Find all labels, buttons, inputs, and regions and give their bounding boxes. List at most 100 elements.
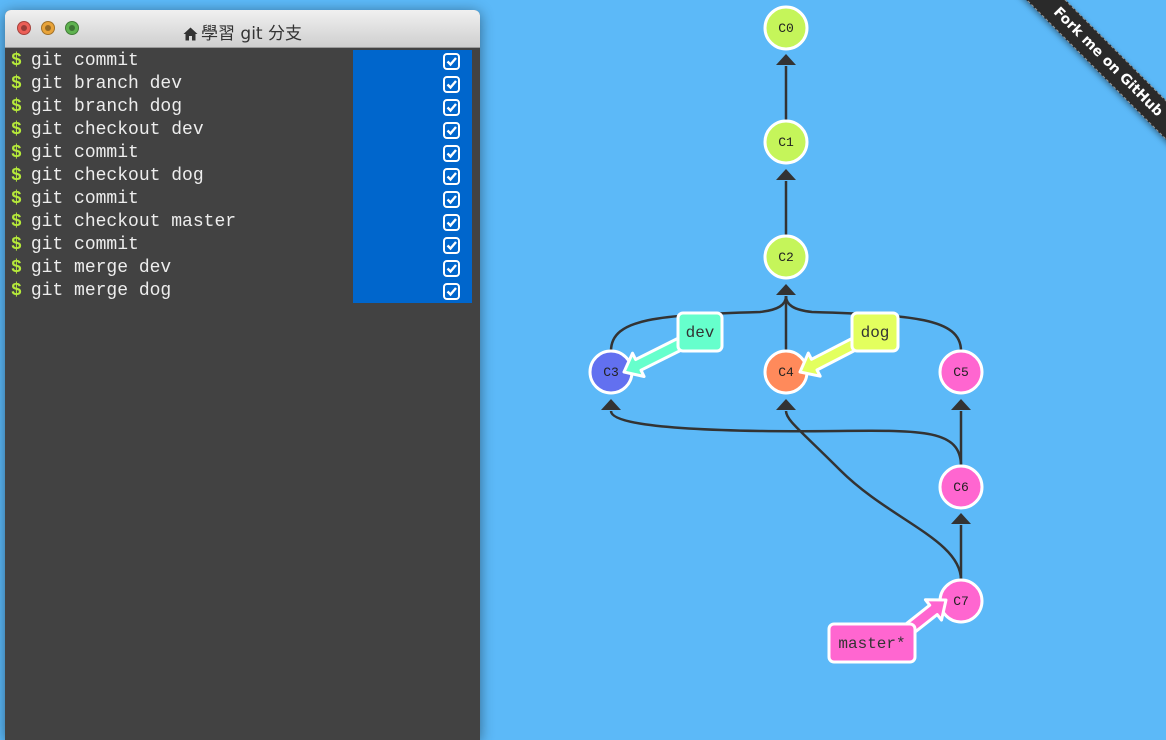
checkbox-checked-icon xyxy=(443,168,460,185)
command-text: git checkout dev xyxy=(30,120,204,140)
commit-node-c0[interactable]: C0 xyxy=(763,5,809,51)
checkbox-checked-icon xyxy=(443,145,460,162)
prompt-symbol: $ xyxy=(11,235,22,255)
checkbox-checked-icon xyxy=(443,237,460,254)
command-line: $ git branch dev xyxy=(5,73,480,96)
window-title: 學習 git 分支 xyxy=(5,19,480,44)
commit-label: C1 xyxy=(778,135,794,150)
commit-circle xyxy=(763,5,809,51)
prompt-symbol: $ xyxy=(11,74,22,94)
command-line: $ git checkout dog xyxy=(5,165,480,188)
prompt-symbol: $ xyxy=(11,258,22,278)
checkbox-checked-icon xyxy=(443,53,460,70)
commit-node-c6[interactable]: C6 xyxy=(938,464,984,510)
command-text: git checkout dog xyxy=(30,166,204,186)
commit-circle xyxy=(938,349,984,395)
prompt-symbol: $ xyxy=(11,166,22,186)
command-text: git commit xyxy=(30,189,139,209)
checkbox-checked-icon xyxy=(443,260,460,277)
commit-node-c7[interactable]: C7 xyxy=(938,578,984,624)
prompt-symbol: $ xyxy=(11,281,22,301)
completed-highlight xyxy=(353,96,472,119)
branch-label: master* xyxy=(838,635,905,653)
checkbox-checked-icon xyxy=(443,191,460,208)
command-text: git commit xyxy=(30,51,139,71)
checkbox-checked-icon xyxy=(443,76,460,93)
commit-label: C5 xyxy=(953,365,969,380)
checkbox-checked-icon xyxy=(443,283,460,300)
edge-arrowhead xyxy=(601,399,621,410)
commit-node-c5[interactable]: C5 xyxy=(938,349,984,395)
prompt-symbol: $ xyxy=(11,51,22,71)
branch-box xyxy=(676,311,724,353)
close-window-button[interactable] xyxy=(17,21,31,35)
commit-label: C4 xyxy=(778,365,794,380)
branch-label: dog xyxy=(861,324,890,342)
commit-label: C0 xyxy=(778,21,794,36)
completed-highlight xyxy=(353,119,472,142)
completed-highlight xyxy=(353,142,472,165)
maximize-window-button[interactable] xyxy=(65,21,79,35)
commit-label: C7 xyxy=(953,594,969,609)
edge-C7-C4 xyxy=(784,410,963,581)
prompt-symbol: $ xyxy=(11,143,22,163)
home-icon xyxy=(183,27,198,41)
command-text: git merge dog xyxy=(30,281,172,301)
command-line: $ git branch dog xyxy=(5,96,480,119)
commit-circle xyxy=(763,234,809,280)
edge-C6-C3 xyxy=(609,410,963,467)
branch-label: dev xyxy=(686,324,715,342)
command-text: git commit xyxy=(30,235,139,255)
prompt-symbol: $ xyxy=(11,120,22,140)
completed-highlight xyxy=(353,188,472,211)
edge-C5-C2 xyxy=(784,295,963,352)
command-line: $ git commit xyxy=(5,50,480,73)
edge-arrowhead xyxy=(776,284,796,295)
completed-highlight xyxy=(353,211,472,234)
prompt-symbol: $ xyxy=(11,189,22,209)
command-text: git commit xyxy=(30,143,139,163)
command-text: git checkout master xyxy=(30,212,237,232)
commit-node-c1[interactable]: C1 xyxy=(763,119,809,165)
prompt-symbol: $ xyxy=(11,97,22,117)
edge-arrowhead xyxy=(951,513,971,524)
branch-tag-master[interactable]: master* xyxy=(827,598,948,664)
edge-arrowhead xyxy=(776,399,796,410)
command-line: $ git merge dev xyxy=(5,257,480,280)
github-ribbon[interactable]: Fork me on GitHub xyxy=(1006,0,1166,160)
command-line: $ git checkout dev xyxy=(5,119,480,142)
commit-node-c2[interactable]: C2 xyxy=(763,234,809,280)
edge-arrowhead xyxy=(776,54,796,65)
window-title-text: 學習 git 分支 xyxy=(201,24,302,44)
branch-box xyxy=(850,311,900,353)
command-line: $ git merge dog xyxy=(5,280,480,303)
commit-label: C2 xyxy=(778,250,794,265)
completed-highlight xyxy=(353,165,472,188)
command-line: $ git commit xyxy=(5,188,480,211)
command-text: git branch dog xyxy=(30,97,183,117)
branch-tag-dev[interactable]: dev xyxy=(622,311,724,378)
checkbox-checked-icon xyxy=(443,214,460,231)
command-line: $ git checkout master xyxy=(5,211,480,234)
terminal-window: 學習 git 分支 $ git commit $ git branch dev $ git… xyxy=(5,10,480,740)
fork-me-link[interactable]: Fork me on GitHub xyxy=(1013,0,1166,157)
commit-circle xyxy=(763,119,809,165)
commit-label: C3 xyxy=(603,365,619,380)
command-list: $ git commit $ git branch dev $ git branch do… xyxy=(5,48,480,303)
command-text: git merge dev xyxy=(30,258,172,278)
completed-highlight xyxy=(353,257,472,280)
branch-box xyxy=(827,622,917,664)
commit-label: C6 xyxy=(953,480,969,495)
completed-highlight xyxy=(353,50,472,73)
completed-highlight xyxy=(353,234,472,257)
commit-node-c4[interactable]: C4 xyxy=(763,349,809,395)
window-titlebar: 學習 git 分支 xyxy=(5,10,480,48)
command-text: git branch dev xyxy=(30,74,183,94)
edge-arrowhead xyxy=(776,169,796,180)
prompt-symbol: $ xyxy=(11,212,22,232)
command-line: $ git commit xyxy=(5,234,480,257)
checkbox-checked-icon xyxy=(443,122,460,139)
minimize-window-button[interactable] xyxy=(41,21,55,35)
completed-highlight xyxy=(353,280,472,303)
branch-tag-dog[interactable]: dog xyxy=(798,311,900,378)
